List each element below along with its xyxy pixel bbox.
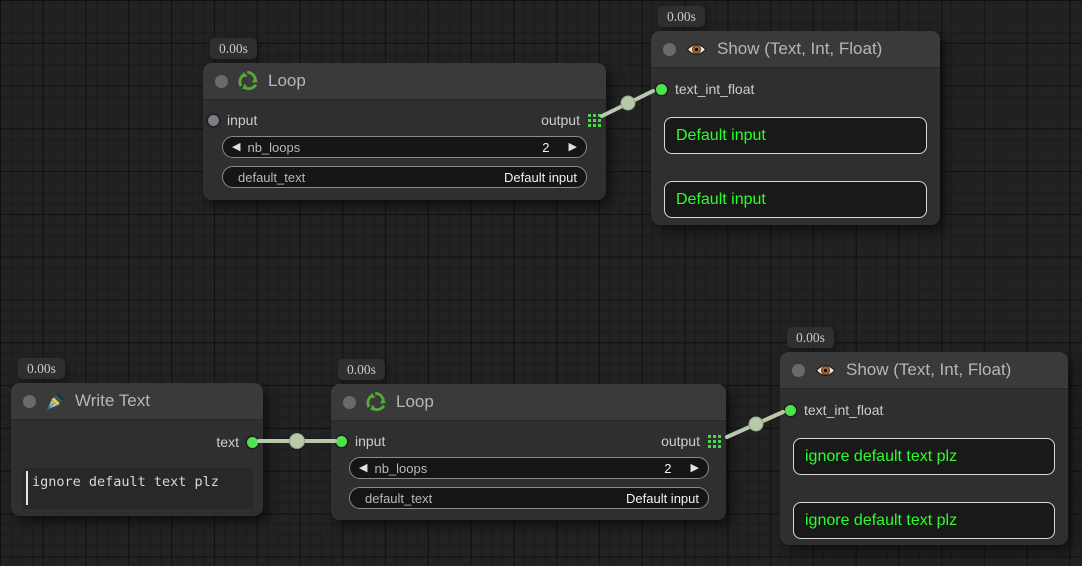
node-show-bottom[interactable]: 0.00s Show (Text, Int, Float) text_int_f… xyxy=(780,327,1068,545)
display-value-text: ignore default text plz xyxy=(805,447,958,465)
node-title: Loop xyxy=(396,392,434,411)
output-socket[interactable] xyxy=(247,436,258,448)
grid-output-socket-icon[interactable] xyxy=(708,434,721,448)
node-title: Loop xyxy=(268,71,306,90)
nb-loops-widget[interactable]: ◀ nb_loops 2 ▶ xyxy=(222,136,587,158)
decrement-arrow-icon[interactable]: ◀ xyxy=(359,461,368,474)
input-slot[interactable]: input xyxy=(336,433,385,449)
input-slot-label: input xyxy=(355,433,386,449)
display-value-text: ignore default text plz xyxy=(805,511,958,529)
default-text-widget[interactable]: default_text Default input xyxy=(349,487,709,509)
link-loop-top-to-show-top[interactable] xyxy=(600,89,655,118)
recycle-icon xyxy=(366,392,386,412)
decrement-arrow-icon[interactable]: ◀ xyxy=(232,140,241,153)
output-slot[interactable]: output xyxy=(541,112,601,128)
fountain-pen-icon xyxy=(46,392,65,411)
link-midpoint-dot[interactable] xyxy=(289,433,305,449)
text-input-value: ignore default text plz xyxy=(32,474,219,490)
widget-value: 2 xyxy=(664,460,672,476)
grid-output-socket-icon[interactable] xyxy=(588,113,601,127)
nb-loops-widget[interactable]: ◀ nb_loops 2 ▶ xyxy=(349,457,709,479)
execution-time-badge: 0.00s xyxy=(18,358,65,379)
execution-time-badge: 0.00s xyxy=(210,38,257,59)
node-loop-top[interactable]: 0.00s Loop xyxy=(203,38,606,200)
widget-label: nb_loops xyxy=(374,460,428,476)
eye-icon xyxy=(686,42,707,57)
execution-time-badge: 0.00s xyxy=(787,327,834,348)
execution-time-badge: 0.00s xyxy=(338,359,385,380)
recycle-icon xyxy=(238,71,258,91)
node-title: Show (Text, Int, Float) xyxy=(717,39,883,58)
collapse-dot[interactable] xyxy=(792,363,805,377)
node-header[interactable]: Show (Text, Int, Float) xyxy=(651,31,940,68)
node-header[interactable]: Show (Text, Int, Float) xyxy=(780,352,1068,389)
link-midpoint-dot[interactable] xyxy=(748,416,764,432)
input-socket[interactable] xyxy=(208,114,219,126)
input-slot-label: text_int_float xyxy=(804,402,884,418)
widget-value: Default input xyxy=(626,490,699,506)
text-cursor xyxy=(26,471,28,505)
collapse-dot[interactable] xyxy=(663,42,676,56)
output-slot-label: text xyxy=(216,434,239,450)
display-value-box: Default input xyxy=(664,181,927,218)
node-loop-bottom[interactable]: 0.00s Loop xyxy=(331,359,726,520)
node-write-text[interactable]: 0.00s Write Text text ignore de xyxy=(11,358,263,516)
output-slot-label: output xyxy=(661,433,700,449)
widget-label: default_text xyxy=(238,169,306,185)
collapse-dot[interactable] xyxy=(23,394,36,408)
node-header[interactable]: Loop xyxy=(203,63,606,100)
input-slot[interactable]: text_int_float xyxy=(656,81,754,97)
widget-value: 2 xyxy=(542,139,550,155)
input-socket[interactable] xyxy=(785,404,796,416)
node-show-top[interactable]: 0.00s Show (Text, Int, Float) text_int_f… xyxy=(651,6,940,225)
input-slot[interactable]: input xyxy=(208,112,257,128)
node-header[interactable]: Loop xyxy=(331,384,726,421)
display-value-box: ignore default text plz xyxy=(793,502,1055,539)
output-slot[interactable]: text xyxy=(216,434,258,450)
eye-icon xyxy=(815,363,836,378)
widget-value: Default input xyxy=(504,169,577,185)
collapse-dot[interactable] xyxy=(343,395,356,409)
link-midpoint-dot[interactable] xyxy=(620,95,636,111)
widget-label: default_text xyxy=(365,490,433,506)
increment-arrow-icon[interactable]: ▶ xyxy=(568,140,577,153)
link-loop-bottom-to-show-bottom[interactable] xyxy=(725,410,785,439)
collapse-dot[interactable] xyxy=(215,74,228,88)
input-socket[interactable] xyxy=(656,83,667,95)
input-socket[interactable] xyxy=(336,435,347,447)
input-slot[interactable]: text_int_float xyxy=(785,402,883,418)
node-header[interactable]: Write Text xyxy=(11,383,263,420)
increment-arrow-icon[interactable]: ▶ xyxy=(690,461,699,474)
text-input[interactable]: ignore default text plz xyxy=(23,468,253,509)
execution-time-badge: 0.00s xyxy=(658,6,705,27)
widget-label: nb_loops xyxy=(247,139,301,155)
display-value-box: ignore default text plz xyxy=(793,438,1055,475)
output-slot[interactable]: output xyxy=(661,433,721,449)
display-value-text: Default input xyxy=(676,190,766,208)
node-title: Show (Text, Int, Float) xyxy=(846,360,1012,379)
default-text-widget[interactable]: default_text Default input xyxy=(222,166,587,188)
input-slot-label: text_int_float xyxy=(675,81,755,97)
display-value-box: Default input xyxy=(664,117,927,154)
output-slot-label: output xyxy=(541,112,580,128)
input-slot-label: input xyxy=(227,112,258,128)
display-value-text: Default input xyxy=(676,126,766,144)
node-title: Write Text xyxy=(75,391,150,410)
